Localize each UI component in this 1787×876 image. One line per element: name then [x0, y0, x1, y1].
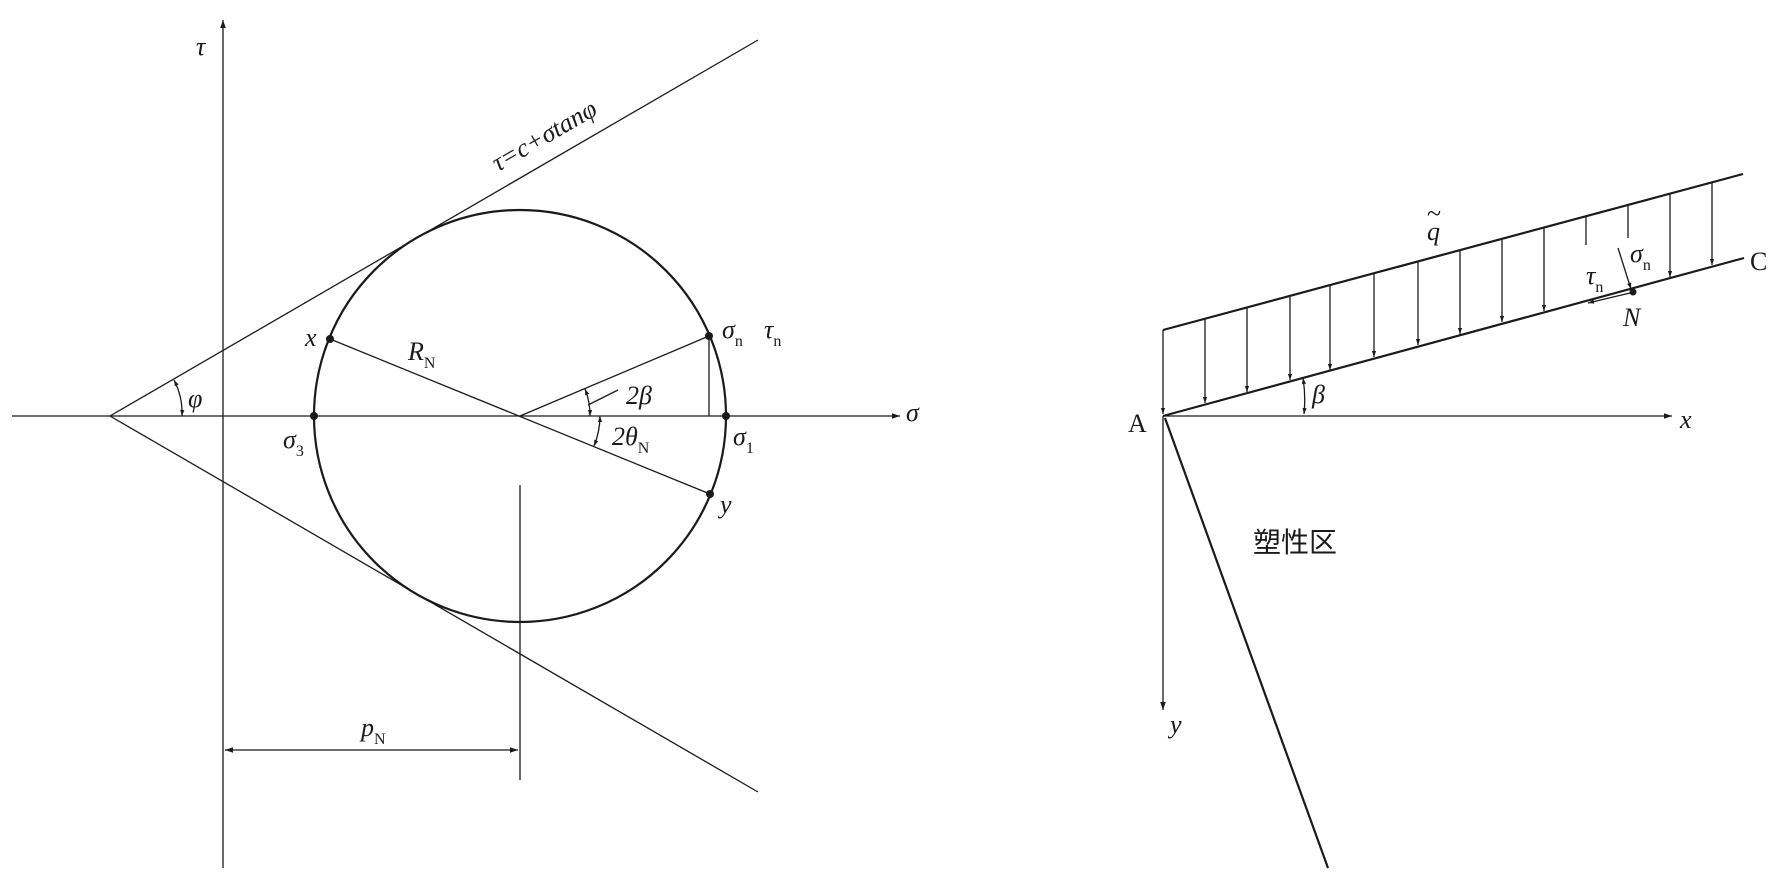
y-axis-label: y: [1167, 710, 1182, 739]
point-x-label: x: [304, 323, 317, 352]
point-n-label: N: [1622, 303, 1642, 332]
point-sigma3: [310, 412, 318, 420]
two-theta-arc: [593, 415, 603, 447]
x-axis-label: x: [1679, 405, 1692, 434]
point-sigma-n: [705, 332, 713, 340]
slope-diagram: q ~ σn τn C N A β x y 塑性区: [1128, 172, 1767, 869]
q-label: q: [1427, 217, 1440, 246]
tau-n-label: τn: [764, 315, 781, 350]
point-c-label: C: [1750, 247, 1767, 276]
plastic-zone-boundary: [1163, 417, 1330, 869]
point-a-label: A: [1128, 409, 1147, 438]
slope-surface: [1162, 256, 1745, 418]
two-beta-label: 2β: [626, 381, 652, 410]
tau-n-arrow: [1587, 292, 1631, 304]
tau-axis-label: τ: [196, 32, 207, 61]
point-x: [326, 335, 334, 343]
sigma-n-arrow: [1617, 247, 1632, 290]
two-beta-leader: [587, 389, 619, 406]
sigma1-label: σ1: [733, 422, 754, 457]
point-n: [1629, 288, 1637, 296]
radius-to-sigma-n: [519, 335, 710, 417]
mohr-circle-diagram: τ σ τ=c+σtanφ φ x y RN σ3 σ1 σn τn 2β 2θ…: [12, 20, 920, 868]
p-n-label: pN: [359, 713, 386, 748]
sigma-axis-label: σ: [906, 398, 920, 427]
slope-tau-n-label: τn: [1586, 261, 1603, 296]
slope-sigma-n-label: σn: [1630, 239, 1651, 274]
beta-label: β: [1311, 380, 1325, 409]
distributed-load-arrows: [1202, 183, 1715, 403]
point-sigma1: [722, 412, 730, 420]
diameter-x-y: [329, 338, 711, 495]
phi-arc: [173, 379, 185, 417]
beta-arc: [1301, 377, 1307, 415]
two-beta-arc: [584, 388, 593, 417]
two-theta-label: 2θN: [612, 422, 650, 457]
point-y: [706, 490, 714, 498]
q-tilde: ~: [1427, 199, 1441, 228]
point-y-label: y: [717, 490, 732, 519]
load-envelope: [1162, 172, 1744, 332]
plastic-zone-label: 塑性区: [1253, 526, 1337, 559]
sigma-n-label: σn: [722, 315, 743, 350]
phi-label: φ: [188, 384, 202, 413]
radius-label: RN: [407, 337, 436, 372]
sigma3-label: σ3: [283, 425, 304, 460]
